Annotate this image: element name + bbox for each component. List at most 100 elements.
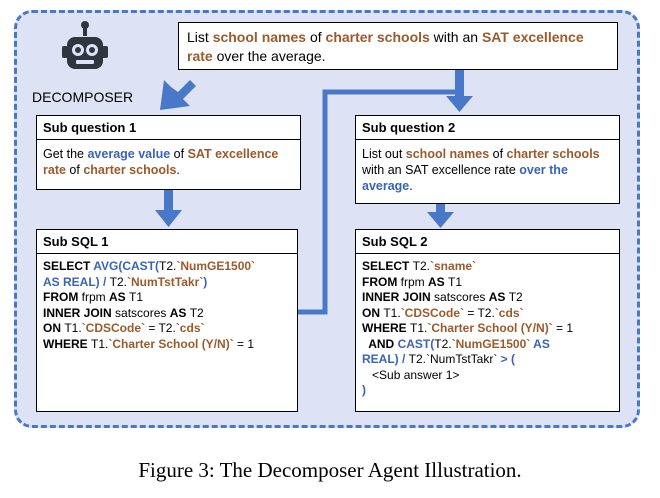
code-token: T1.: [410, 321, 428, 335]
arrow-question-to-subq1: [160, 80, 196, 110]
code-token: T1: [129, 290, 144, 304]
sub-question-1-title: Sub question 1: [37, 116, 300, 140]
arrow-subq2-to-sql2-head: [427, 212, 454, 228]
code-token: = T2.: [145, 321, 176, 335]
code-line: ON T1.`CDSCode` = T2.`cds`: [362, 306, 613, 322]
text-run: school names: [405, 147, 490, 161]
code-token: FROM: [43, 290, 82, 304]
code-token: `cds`: [175, 321, 205, 335]
code-token: <Sub answer 1>: [362, 367, 460, 382]
code-token: T2.: [159, 259, 177, 273]
code-line: SELECT AVG(CAST(T2.`NumGE1500`: [43, 259, 291, 275]
code-token: T2: [189, 305, 204, 320]
code-token: `cds`: [494, 305, 524, 320]
code-token: ): [362, 383, 366, 397]
code-line: INNER JOIN satscores AS T2: [43, 306, 291, 322]
text-run: of: [170, 147, 188, 161]
arrow-subq2-to-sql2-stem: [436, 204, 445, 214]
text-run: SAT excellence rate: [43, 147, 279, 177]
text-run: SAT excellence rate: [187, 29, 584, 64]
arrow-subq1-to-sql1-head: [155, 210, 182, 227]
code-token: REAL) /: [362, 352, 409, 366]
text-run: .: [176, 163, 180, 177]
text-run: over the average: [362, 163, 568, 193]
decomposer-label: DECOMPOSER: [32, 89, 134, 105]
sub-sql-2-title: Sub SQL 2: [356, 230, 619, 254]
code-token: `Charter School (Y/N)`: [427, 321, 553, 335]
question-text: List school names of charter schools wit…: [187, 29, 584, 64]
code-token: T1.: [383, 305, 401, 320]
arrow-question-to-subq2-head: [446, 96, 473, 112]
code-line: REAL) / T2.`NumTstTakr` > (: [362, 352, 613, 368]
code-line: SELECT T2.`sname`: [362, 259, 613, 275]
code-line: AND CAST(T2.`NumGE1500` AS: [362, 337, 613, 353]
code-token: T2.: [412, 259, 431, 273]
code-token: satscores: [434, 290, 489, 304]
code-token: satscores: [115, 305, 170, 320]
code-token: > (: [497, 352, 516, 366]
figure-caption: Figure 3: The Decomposer Agent Illustrat…: [138, 458, 522, 482]
text-run: with an: [429, 29, 482, 45]
code-token: `NumTstTakr`: [127, 274, 204, 289]
code-token: INNER JOIN: [43, 305, 116, 320]
code-token: frpm: [81, 290, 110, 304]
code-token: AS: [488, 290, 509, 304]
code-token: AVG(CAST(: [93, 259, 160, 273]
code-token: T1.: [64, 321, 82, 335]
sub-question-2-title: Sub question 2: [356, 116, 619, 140]
sub-sql-1-code: SELECT AVG(CAST(T2.`NumGE1500`AS REAL) /…: [37, 254, 297, 357]
code-token: AS: [109, 290, 130, 304]
sub-question-1: Sub question 1 Get the average value of …: [36, 115, 301, 190]
code-token: AS: [169, 305, 190, 320]
text-run: List out: [362, 147, 406, 161]
code-line: INNER JOIN satscores AS T2: [362, 290, 613, 306]
text-run: of: [306, 29, 326, 45]
text-run: of: [65, 163, 84, 177]
code-line: AS REAL) / T2.`NumTstTakr`): [43, 275, 291, 291]
sub-sql-2: Sub SQL 2 SELECT T2.`sname`FROM frpm AS …: [355, 229, 620, 412]
code-token: frpm: [400, 274, 429, 289]
code-line: WHERE T1.`Charter School (Y/N)` = 1: [362, 321, 613, 337]
code-token: T1.: [91, 336, 109, 351]
text-run: charter schools: [506, 147, 600, 161]
text-run: .: [409, 179, 413, 193]
code-line: FROM frpm AS T1: [362, 275, 613, 291]
sub-question-2-text: List out school names of charter schools…: [356, 140, 619, 200]
code-token: `Charter School (Y/N)`: [108, 336, 234, 351]
sub-question-2: Sub question 2 List out school names of …: [355, 115, 620, 204]
code-token: WHERE: [43, 336, 91, 351]
code-token: `sname`: [430, 259, 477, 273]
code-token: INNER JOIN: [362, 290, 435, 304]
sub-sql-1-title: Sub SQL 1: [37, 230, 297, 254]
code-token: T2.: [434, 336, 452, 351]
code-token: ON: [43, 321, 65, 335]
code-token: `NumGE1500`: [176, 259, 256, 273]
code-token: AND: [362, 336, 398, 351]
text-run: with an SAT excellence rate: [362, 163, 520, 177]
code-token: SELECT: [362, 259, 413, 273]
arrow-question-to-subq2-stem: [455, 70, 464, 98]
code-token: AS REAL) /: [43, 274, 110, 289]
code-token: ON: [362, 305, 384, 320]
sub-question-1-text: Get the average value of SAT excellence …: [37, 140, 300, 184]
text-run: school names: [212, 29, 307, 45]
code-line: WHERE T1.`Charter School (Y/N)` = 1: [43, 337, 291, 353]
code-token: SELECT: [43, 259, 94, 273]
code-token: T1: [448, 274, 463, 289]
code-line: ): [362, 383, 613, 399]
code-token: FROM: [362, 274, 401, 289]
code-token: T2.: [109, 274, 128, 289]
code-token: = 1: [552, 321, 574, 335]
sub-sql-1: Sub SQL 1 SELECT AVG(CAST(T2.`NumGE1500`…: [36, 229, 298, 412]
code-token: T2.`NumTstTakr`: [408, 352, 498, 366]
question-box: List school names of charter schools wit…: [178, 22, 618, 70]
code-token: `CDSCode`: [81, 321, 146, 335]
code-token: = T2.: [464, 305, 495, 320]
code-token: = 1: [233, 336, 255, 351]
arrow-sql1-to-subq2: [298, 89, 460, 315]
text-run: charter schools: [325, 29, 430, 45]
arrow-subq1-to-sql1-stem: [164, 190, 173, 212]
code-token: `NumGE1500`: [451, 336, 531, 351]
